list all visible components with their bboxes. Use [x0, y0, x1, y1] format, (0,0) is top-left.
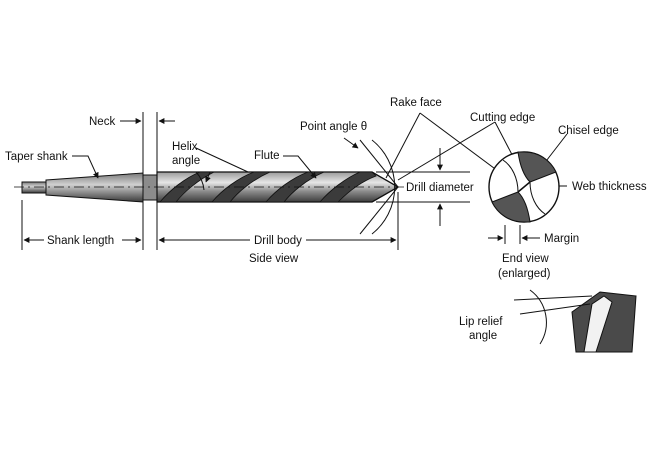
label-flute: Flute	[254, 150, 280, 162]
label-drill-body: Drill body	[254, 235, 302, 247]
label-rake-face: Rake face	[390, 97, 442, 109]
label-helix-1: Helix	[172, 141, 198, 153]
label-neck: Neck	[89, 116, 115, 128]
lip-relief-detail	[513, 289, 637, 353]
end-view	[488, 151, 560, 223]
neck	[142, 174, 158, 201]
taper-shank	[45, 172, 144, 203]
label-cutting-edge: Cutting edge	[470, 112, 535, 124]
label-end-view-1: End view	[502, 253, 549, 265]
label-helix-2: angle	[172, 155, 200, 167]
label-end-view-2: (enlarged)	[498, 268, 551, 280]
label-shank-length: Shank length	[47, 235, 114, 247]
dimension-lines	[21, 112, 470, 250]
labels: Neck Taper shank Helix angle Flute Point…	[5, 97, 647, 342]
label-chisel-edge: Chisel edge	[558, 125, 619, 137]
label-point-angle: Point angle θ	[300, 121, 367, 133]
label-lip-relief-1: Lip relief	[459, 316, 503, 328]
label-drill-diameter: Drill diameter	[406, 182, 474, 194]
label-taper-shank: Taper shank	[5, 151, 68, 163]
label-web-thickness: Web thickness	[572, 181, 647, 193]
label-margin: Margin	[544, 233, 579, 245]
tang	[21, 181, 47, 194]
drill-side-view	[14, 171, 404, 203]
label-side-view: Side view	[249, 253, 299, 265]
label-lip-relief-2: angle	[469, 330, 497, 342]
